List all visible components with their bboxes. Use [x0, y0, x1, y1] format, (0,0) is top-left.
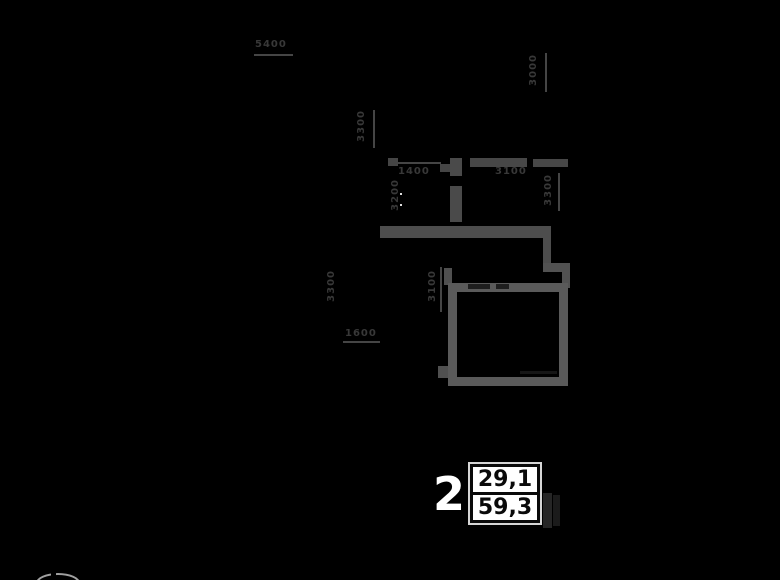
wall-segment	[380, 226, 551, 238]
wall-segment	[438, 366, 450, 378]
dimension-label: 1400	[398, 166, 430, 177]
dimension-label: 1600	[345, 328, 377, 339]
wall-segment	[450, 186, 462, 222]
watermark	[553, 495, 560, 526]
logo-arc-notch	[51, 573, 56, 577]
dimension-label: 5400	[255, 39, 287, 50]
dimension-line	[254, 54, 293, 56]
logo-arc-icon	[36, 573, 80, 580]
dimension-line	[545, 53, 547, 92]
wall-segment	[543, 238, 551, 268]
living-area-value: 29,1	[477, 466, 533, 492]
dimension-label: 3100	[495, 166, 527, 177]
wall-segment	[533, 159, 568, 167]
total-area-value: 59,3	[477, 494, 533, 520]
dimension-line	[396, 162, 441, 164]
apartment-badge[interactable]: 2 29,1 59,3	[433, 464, 541, 523]
wall-segment	[388, 158, 398, 166]
watermark	[543, 493, 552, 528]
balcony-line	[520, 371, 557, 374]
wall-segment	[562, 270, 570, 288]
wall-segment	[543, 263, 570, 272]
wall-segment	[444, 268, 452, 285]
dimension-line	[343, 341, 380, 343]
unit-room-wall-left	[448, 283, 457, 386]
wall-segment	[450, 158, 462, 176]
dimension-tick	[400, 193, 402, 195]
wall-segment	[440, 164, 452, 172]
area-divider	[473, 492, 538, 495]
dimension-line	[558, 173, 560, 211]
room-count: 2	[433, 466, 466, 521]
dimension-tick	[400, 204, 402, 206]
dimension-label: 3100	[427, 270, 438, 302]
unit-room-wall-bottom	[448, 377, 568, 386]
dimension-label: 3200	[390, 179, 401, 211]
wall-segment	[470, 158, 527, 167]
unit-room-wall-right	[559, 283, 568, 386]
dimension-line	[373, 110, 375, 148]
dimension-line	[440, 267, 442, 312]
window-mark	[496, 284, 509, 289]
window-mark	[468, 284, 490, 289]
dimension-label: 3300	[326, 270, 337, 302]
area-box: 29,1 59,3	[470, 464, 541, 523]
dimension-label: 3300	[356, 110, 367, 142]
dimension-label: 3300	[543, 174, 554, 206]
dimension-label: 3000	[528, 54, 539, 86]
